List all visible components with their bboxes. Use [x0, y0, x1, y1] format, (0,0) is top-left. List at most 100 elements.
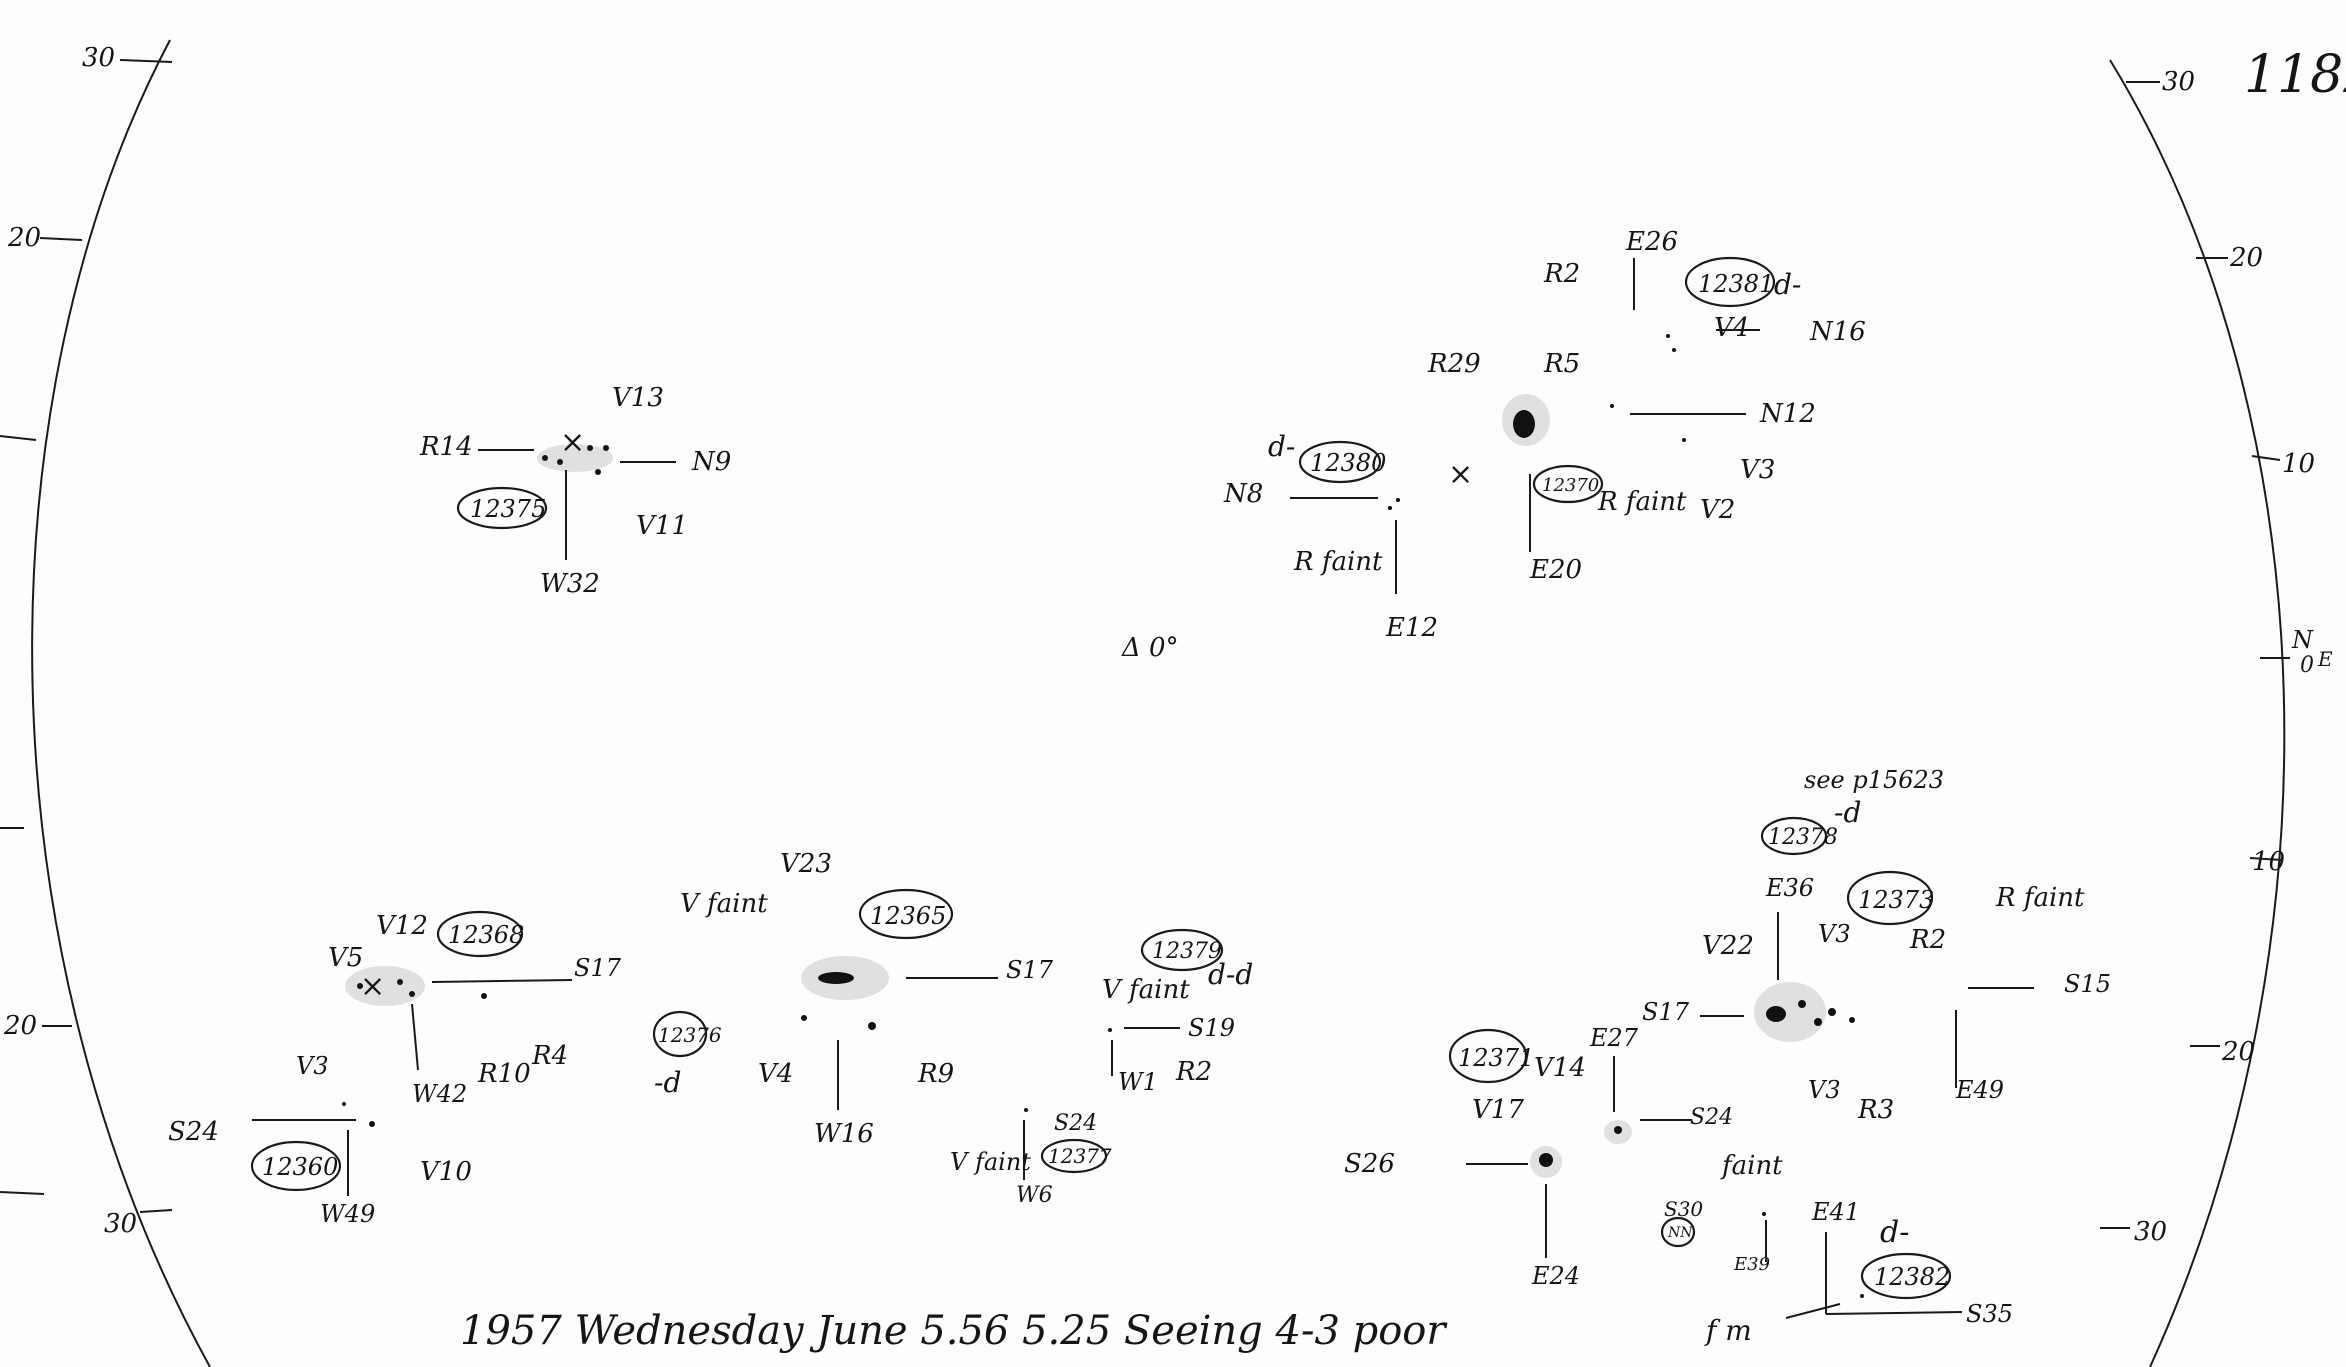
group-label: E41	[1811, 1198, 1860, 1226]
group-label: faint	[1720, 1151, 1783, 1181]
group-id-circle	[1760, 816, 1828, 856]
group-label: W1	[1118, 1068, 1158, 1096]
group-label: R2	[1909, 925, 1946, 955]
group-label: S15	[2064, 970, 2111, 998]
group-id-circle	[1040, 1138, 1108, 1174]
group-prefix: d-	[1880, 1215, 1909, 1250]
group-label: E12	[1385, 613, 1438, 643]
scale-label: 20	[3, 1011, 37, 1041]
group-label: S30	[1664, 1197, 1703, 1221]
group-label: S17	[574, 954, 622, 982]
group-label: V4	[758, 1059, 793, 1089]
group-label: E39	[1733, 1254, 1770, 1275]
group-note: see p15623	[1804, 766, 1944, 794]
group-12377: 12377 S24 V faint W6	[950, 1108, 1112, 1208]
group-label: V22	[1702, 931, 1754, 961]
group-12380: 12380 d- N8 R faint E12 ×	[1223, 430, 1473, 643]
group-label: S19	[1188, 1014, 1235, 1042]
group-label: E49	[1955, 1076, 2004, 1104]
group-suffix: d-d	[1208, 958, 1253, 991]
group-label: W16	[814, 1119, 874, 1149]
group-label: E36	[1765, 874, 1814, 902]
group-label: V23	[780, 849, 832, 879]
group-label: R29	[1427, 349, 1481, 379]
group-suffix: -d	[1834, 796, 1861, 829]
center-mark: Δ 0°	[1121, 633, 1179, 663]
group-label: R9	[917, 1059, 954, 1089]
group-id: 12371	[1458, 1044, 1534, 1072]
group-12370: 12370 R29 R5 N12 V3 V2 R faint E20	[1427, 349, 1816, 585]
group-12371: 12371 V14 E27 S24 V17 S26 E24	[1344, 1024, 1733, 1290]
group-label: V3	[1740, 455, 1775, 485]
group-label: R faint	[1995, 883, 2085, 913]
group-label: E27	[1589, 1024, 1639, 1052]
group-label: S35	[1966, 1300, 2013, 1328]
group-label: E26	[1625, 227, 1678, 257]
group-id-circle	[1298, 440, 1382, 484]
svg-text:×: ×	[560, 425, 585, 460]
group-id-circle	[1660, 1216, 1696, 1248]
group-label: N8	[1223, 479, 1263, 509]
group-label: E24	[1531, 1262, 1580, 1290]
group-id: 12375	[470, 495, 546, 523]
scale-label: 20	[2221, 1037, 2255, 1067]
group-label: W49	[320, 1200, 375, 1228]
group-label: R faint	[1293, 547, 1383, 577]
group-id-circle	[436, 910, 524, 958]
scale-label: 20	[2229, 243, 2263, 273]
svg-text:×: ×	[360, 969, 385, 1004]
scale-label: 10	[2252, 847, 2285, 877]
group-12378: 12378 see p15623 -d E36	[1760, 766, 1944, 902]
group-id: 12382	[1874, 1263, 1950, 1291]
group-label: V12	[376, 911, 428, 941]
group-label: N12	[1759, 399, 1816, 429]
group-id: 12365	[870, 902, 946, 930]
group-id-circle	[1140, 928, 1224, 972]
solar-limb-right	[2109, 59, 2286, 1367]
group-id: 12380	[1310, 449, 1386, 477]
group-label: V3	[1808, 1076, 1841, 1104]
group-12379: 12379 d-d V faint S19 W1 R2	[1102, 928, 1253, 1096]
group-id: 12381	[1698, 270, 1774, 298]
left-scale: 30 20 20 30	[0, 43, 173, 1239]
group-id-circle	[1448, 1028, 1528, 1084]
scale-label: 30	[2162, 67, 2195, 97]
group-label: R5	[1543, 349, 1580, 379]
svg-text:×: ×	[1448, 457, 1473, 492]
right-scale: 30 20 10 N 0 E 10 20 30	[2100, 67, 2333, 1247]
group-id-circle	[1860, 1252, 1952, 1300]
group-12381: 12381 d- E26 R2 V4 N16	[1543, 227, 1866, 352]
group-label: V11	[636, 511, 688, 541]
group-label: R faint	[1597, 487, 1687, 517]
group-NN: NN faint S30 E39	[1660, 1151, 1783, 1275]
group-label: R10	[477, 1059, 531, 1089]
group-label: R14	[419, 432, 473, 462]
group-label: V10	[420, 1157, 472, 1187]
group-label: S17	[1006, 956, 1054, 984]
group-id: 12360	[262, 1153, 338, 1181]
group-label: E20	[1529, 555, 1582, 585]
group-label: R4	[531, 1041, 568, 1071]
group-label: R2	[1175, 1057, 1212, 1087]
group-label: V3	[1818, 920, 1851, 948]
scale-label: E	[2317, 647, 2333, 671]
group-12365: 12365 V23 V faint S17 V4 R9 W16	[680, 849, 1054, 1149]
group-label: R3	[1857, 1095, 1894, 1125]
group-id-circle	[250, 1140, 342, 1192]
group-suffix: d-	[1774, 268, 1801, 301]
group-id-circle	[1532, 464, 1604, 504]
group-prefix: d-	[1268, 430, 1295, 463]
group-label: V14	[1534, 1053, 1586, 1083]
group-label: W32	[540, 569, 600, 599]
group-id-circle	[1684, 256, 1776, 308]
group-label: S17	[1642, 998, 1690, 1026]
group-12360: 12360 V3 S24 V10 W49	[168, 1052, 472, 1228]
group-label: V faint	[950, 1148, 1031, 1176]
group-id: NN	[1667, 1225, 1693, 1241]
plate-number: 1182	[2244, 45, 2346, 105]
group-id: 12370	[1542, 475, 1599, 496]
group-label: V17	[1472, 1095, 1524, 1125]
group-id: 12377	[1048, 1144, 1112, 1168]
group-label: V2	[1700, 495, 1735, 525]
